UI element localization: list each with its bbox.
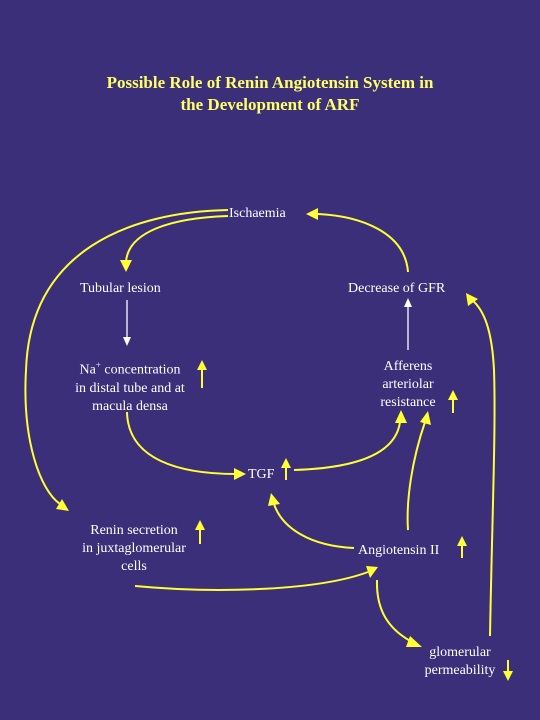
node-ischaemia: Ischaemia bbox=[229, 206, 286, 221]
arrowhead-gfr-2 bbox=[466, 293, 478, 306]
arrow-angiotensin-to-afferens bbox=[406, 421, 426, 531]
node-tubular-lesion: Tubular lesion bbox=[80, 281, 161, 296]
arrow-angiotensin-to-glomerular bbox=[375, 579, 413, 643]
arrow-ischaemia-to-tubular bbox=[125, 215, 229, 263]
na-superscript: + bbox=[95, 360, 101, 370]
arrowhead-renin bbox=[56, 499, 69, 511]
node-angiotensin-ii: Angiotensin II bbox=[358, 543, 440, 558]
up-arrow-icon bbox=[281, 458, 291, 480]
arrowhead-ischaemia bbox=[306, 208, 318, 220]
arrowhead-glomerular bbox=[406, 636, 422, 647]
renin-line-2: in juxtaglomerular bbox=[82, 541, 186, 556]
arrow-na-to-tgf bbox=[126, 411, 237, 475]
afferens-line-3: resistance bbox=[380, 395, 436, 410]
arrow-gfr-to-ischaemia bbox=[317, 213, 409, 273]
node-renin-secretion: Renin secretion in juxtaglomerular cells bbox=[64, 522, 204, 576]
na-line-3: macula densa bbox=[92, 398, 168, 414]
na-line-1: concentration bbox=[100, 362, 181, 378]
up-arrow-icon bbox=[195, 520, 205, 544]
node-tgf: TGF bbox=[248, 467, 275, 482]
arrowhead-angiotensin bbox=[366, 566, 378, 578]
page-title: Possible Role of Renin Angiotensin Syste… bbox=[0, 72, 540, 116]
node-na-concentration: Na+ concentration in distal tube and at … bbox=[60, 356, 200, 416]
glomerular-line-2: permeability bbox=[424, 663, 496, 678]
arrowhead-afferens-2 bbox=[420, 411, 431, 425]
arrowhead-tgf bbox=[234, 468, 246, 480]
renin-line-3: cells bbox=[121, 559, 147, 574]
arrowhead-gfr bbox=[404, 298, 412, 307]
node-decrease-gfr: Decrease of GFR bbox=[348, 281, 446, 296]
arrow-angiotensin-to-tgf bbox=[273, 503, 355, 549]
arrowhead-afferens bbox=[395, 410, 407, 423]
arrow-glomerular-to-gfr bbox=[471, 299, 496, 637]
title-line-2: the Development of ARF bbox=[180, 95, 360, 114]
up-arrow-icon bbox=[448, 390, 458, 413]
afferens-line-1: Afferens bbox=[383, 359, 433, 374]
na-line-2: in distal tube and at bbox=[75, 380, 185, 396]
up-arrow-icon bbox=[197, 360, 207, 388]
title-line-1: Possible Role of Renin Angiotensin Syste… bbox=[106, 73, 434, 92]
arrow-renin-to-angiotensin bbox=[134, 571, 369, 591]
down-arrow-icon bbox=[503, 660, 513, 681]
up-arrow-icon bbox=[457, 536, 467, 558]
arrowhead-tgf-2 bbox=[268, 493, 280, 506]
arrowhead-na bbox=[123, 337, 131, 346]
arrow-tgf-to-afferens bbox=[293, 421, 401, 471]
node-afferens-resistance: Afferens arteriolar resistance bbox=[370, 358, 446, 412]
glomerular-line-1: glomerular bbox=[429, 645, 491, 660]
arrow-ischaemia-to-renin bbox=[24, 209, 229, 505]
node-glomerular-permeability: glomerular permeability bbox=[412, 644, 508, 680]
arrowhead-tubular bbox=[120, 260, 132, 272]
renin-line-1: Renin secretion bbox=[90, 523, 178, 538]
afferens-line-2: arteriolar bbox=[382, 377, 434, 392]
na-prefix: Na bbox=[79, 362, 96, 378]
